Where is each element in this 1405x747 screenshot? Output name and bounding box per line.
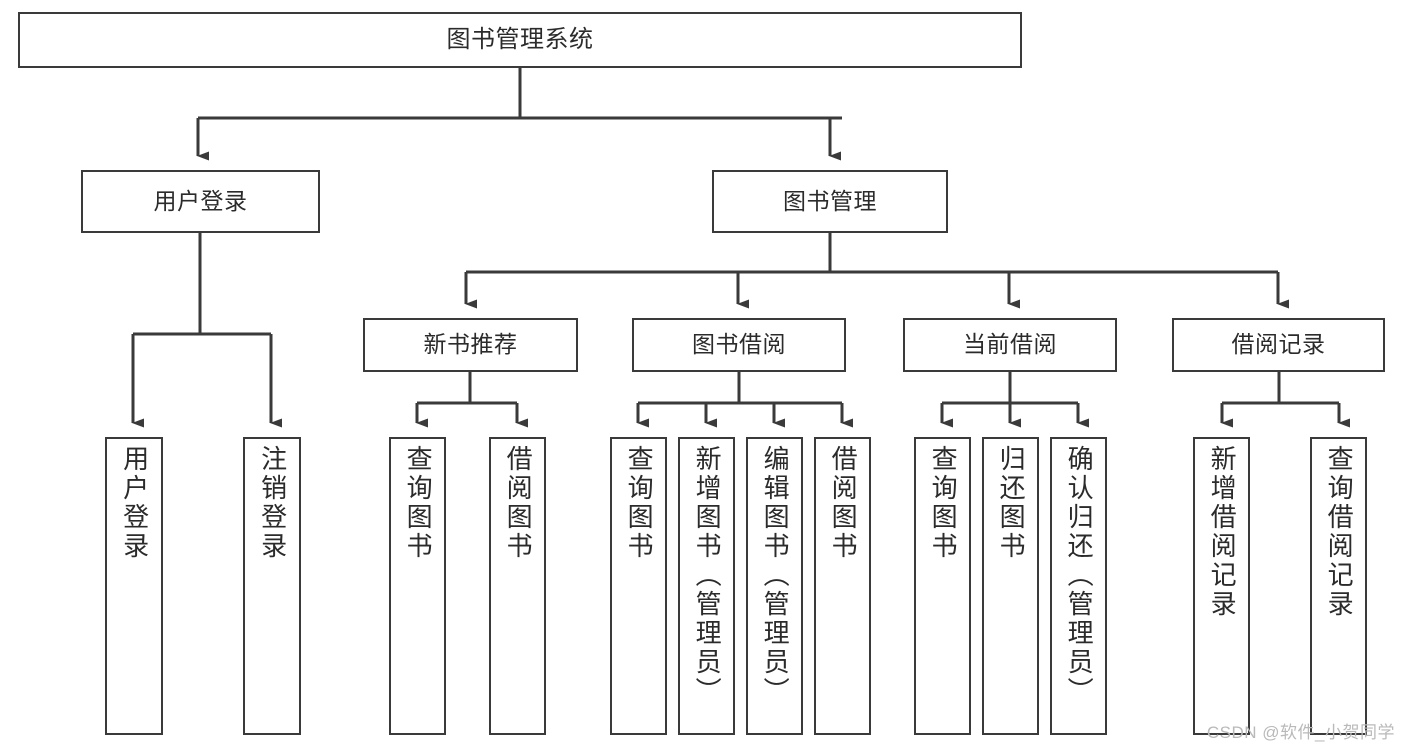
node-new-book-recommend-label: 新书推荐 xyxy=(423,331,518,358)
node-leaf-query-book-recommend[interactable]: 查询图书 xyxy=(389,437,446,735)
node-root-system[interactable]: 图书管理系统 xyxy=(18,12,1022,68)
node-book-management-label: 图书管理 xyxy=(783,187,877,214)
node-leaf-logout[interactable]: 注销登录 xyxy=(243,437,301,735)
node-leaf-query-book-current[interactable]: 查询图书 xyxy=(914,437,971,735)
node-leaf-query-book-recommend-label: 查询图书 xyxy=(403,445,434,561)
node-leaf-logout-label: 注销登录 xyxy=(257,445,288,561)
node-leaf-borrow-book-recommend[interactable]: 借阅图书 xyxy=(489,437,546,735)
node-leaf-confirm-return-admin[interactable]: 确认归还（管理员） xyxy=(1050,437,1107,735)
node-leaf-edit-book-admin[interactable]: 编辑图书（管理员） xyxy=(746,437,803,735)
node-leaf-borrow-book-recommend-label: 借阅图书 xyxy=(503,445,534,561)
node-leaf-return-book[interactable]: 归还图书 xyxy=(982,437,1039,735)
node-leaf-user-login-label: 用户登录 xyxy=(119,445,150,561)
node-leaf-query-book-label: 查询图书 xyxy=(624,445,655,561)
node-current-borrow[interactable]: 当前借阅 xyxy=(903,318,1117,372)
node-leaf-query-book-current-label: 查询图书 xyxy=(928,445,959,561)
node-leaf-add-book-admin-label: 新增图书（管理员） xyxy=(692,445,723,706)
node-borrow-record[interactable]: 借阅记录 xyxy=(1172,318,1385,372)
node-book-borrow[interactable]: 图书借阅 xyxy=(632,318,846,372)
node-new-book-recommend[interactable]: 新书推荐 xyxy=(363,318,578,372)
node-book-borrow-label: 图书借阅 xyxy=(692,331,786,358)
node-leaf-add-borrow-record[interactable]: 新增借阅记录 xyxy=(1193,437,1250,735)
node-leaf-borrow-book-label: 借阅图书 xyxy=(828,445,859,561)
node-current-borrow-label: 当前借阅 xyxy=(963,331,1057,358)
node-borrow-record-label: 借阅记录 xyxy=(1231,331,1326,358)
node-leaf-add-book-admin[interactable]: 新增图书（管理员） xyxy=(678,437,735,735)
node-leaf-query-borrow-record-label: 查询借阅记录 xyxy=(1324,445,1355,619)
node-leaf-return-book-label: 归还图书 xyxy=(996,445,1027,561)
node-leaf-query-book[interactable]: 查询图书 xyxy=(610,437,667,735)
node-leaf-borrow-book[interactable]: 借阅图书 xyxy=(814,437,871,735)
node-user-login[interactable]: 用户登录 xyxy=(81,170,320,233)
node-leaf-user-login[interactable]: 用户登录 xyxy=(105,437,163,735)
node-user-login-label: 用户登录 xyxy=(153,187,248,214)
node-leaf-confirm-return-admin-label: 确认归还（管理员） xyxy=(1064,445,1095,706)
node-leaf-add-borrow-record-label: 新增借阅记录 xyxy=(1207,445,1238,619)
node-root-system-label: 图书管理系统 xyxy=(446,25,594,53)
node-book-management[interactable]: 图书管理 xyxy=(712,170,948,233)
node-leaf-query-borrow-record[interactable]: 查询借阅记录 xyxy=(1310,437,1367,735)
node-leaf-edit-book-admin-label: 编辑图书（管理员） xyxy=(760,445,791,706)
